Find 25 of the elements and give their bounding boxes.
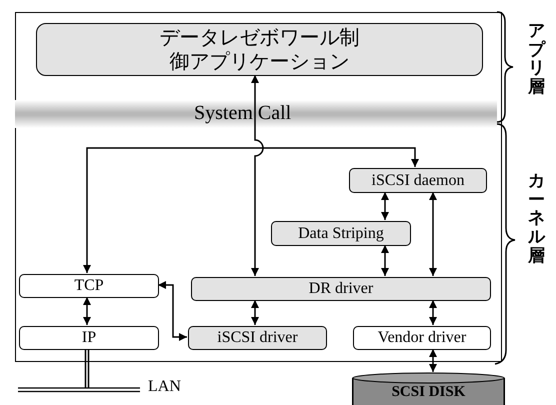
network-label: LAN <box>148 378 181 396</box>
arrow <box>158 281 187 341</box>
process-box: iSCSI driver <box>188 326 327 350</box>
arrow <box>429 192 437 276</box>
arrow <box>251 300 259 325</box>
band-label: System Call <box>194 101 292 125</box>
disk-label: SCSI DISK <box>392 384 466 402</box>
arrow <box>429 349 437 372</box>
process-box: IP <box>19 326 159 350</box>
process-box: Data Striping <box>271 221 411 246</box>
arrow <box>381 245 389 276</box>
process-box: TCP <box>19 274 159 298</box>
process-box: iSCSI daemon <box>349 168 487 193</box>
arrow <box>251 75 264 276</box>
process-box: データレゼボワール制御アプリケーション <box>36 23 483 76</box>
process-box: DR driver <box>191 277 491 301</box>
arrow <box>381 192 389 220</box>
system-frame <box>15 12 502 362</box>
arrow <box>83 147 419 273</box>
layer-label: アプリ層 <box>528 22 545 97</box>
process-box: Vendor driver <box>353 326 491 350</box>
arrow <box>83 297 91 325</box>
layer-label: カーネル層 <box>528 172 545 266</box>
arrow <box>429 300 437 325</box>
cable-line <box>84 348 90 389</box>
